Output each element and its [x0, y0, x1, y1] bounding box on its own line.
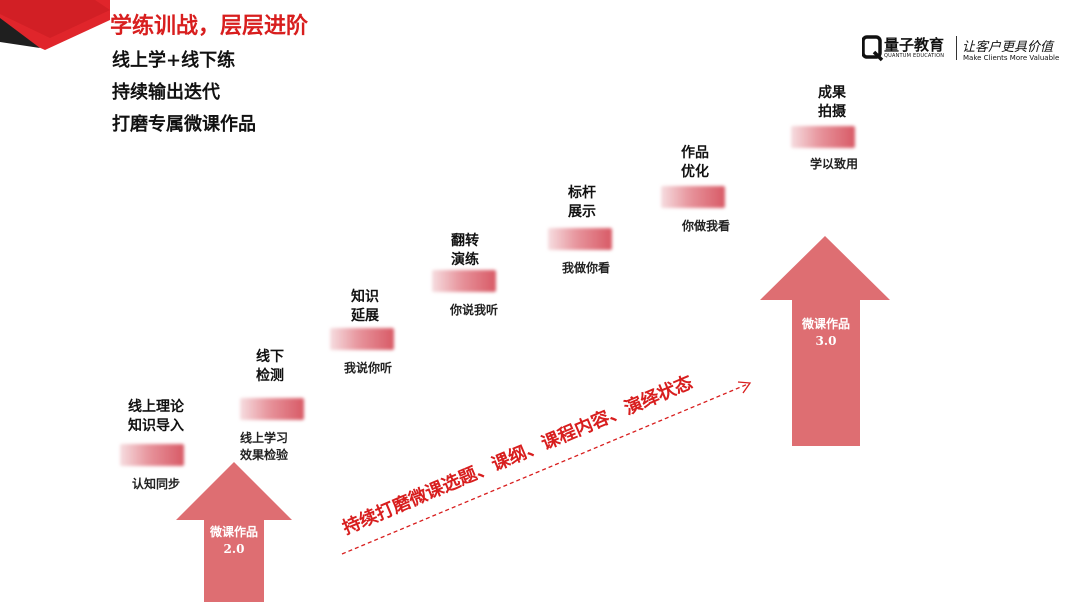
arrow-up-left-icon [176, 462, 292, 602]
step-1-label: 线上理论 知识导入 [128, 399, 184, 434]
logo-name: 量子教育 [884, 36, 945, 54]
step-5-label: 标杆 展示 [568, 185, 596, 220]
step-7-bar [791, 126, 855, 148]
corner-decoration [0, 0, 110, 50]
step-2-bar [240, 398, 304, 420]
arrow-up-right-icon [760, 236, 890, 446]
subtitle-line-2: 持续输出迭代 [112, 82, 220, 103]
step-2-note: 线上学习 效果检验 [240, 431, 289, 462]
logo-slogan-en: Make Clients More Valuable [963, 54, 1060, 62]
step-7-label: 成果 拍摄 [818, 85, 846, 120]
step-6-bar [661, 186, 725, 208]
step-1-bar [120, 444, 184, 466]
step-3-bar [330, 328, 394, 350]
step-5-note: 我做你看 [561, 261, 610, 275]
step-7-note: 学以致用 [809, 157, 858, 171]
trend-dashed-arrow [341, 381, 752, 555]
subtitle-line-1: 线上学+线下练 [112, 50, 236, 71]
arrow-right-label: 微课作品 3.0 [801, 317, 850, 348]
subtitle-line-3: 打磨专属微课作品 [112, 114, 256, 135]
logo-slogan: 让客户更具价值 [962, 40, 1054, 55]
step-4-bar [432, 270, 496, 292]
page-title: 学练训战，层层进阶 [110, 13, 309, 39]
step-1-note: 认知同步 [131, 477, 180, 491]
step-5-bar [548, 228, 612, 250]
step-6-label: 作品 优化 [681, 145, 709, 180]
logo-name-en: QUANTUM EDUCATION [884, 53, 945, 59]
step-3-label: 知识 延展 [351, 289, 379, 324]
step-6-note: 你做我看 [681, 219, 730, 233]
logo-q-icon [862, 35, 884, 62]
step-3-note: 我说你听 [343, 361, 392, 375]
step-2-label: 线下 检测 [256, 349, 284, 384]
step-4-note: 你说我听 [449, 303, 498, 317]
logo-divider [956, 36, 957, 60]
arrow-left-label: 微课作品 2.0 [209, 525, 258, 556]
step-4-label: 翻转 演练 [451, 233, 479, 268]
